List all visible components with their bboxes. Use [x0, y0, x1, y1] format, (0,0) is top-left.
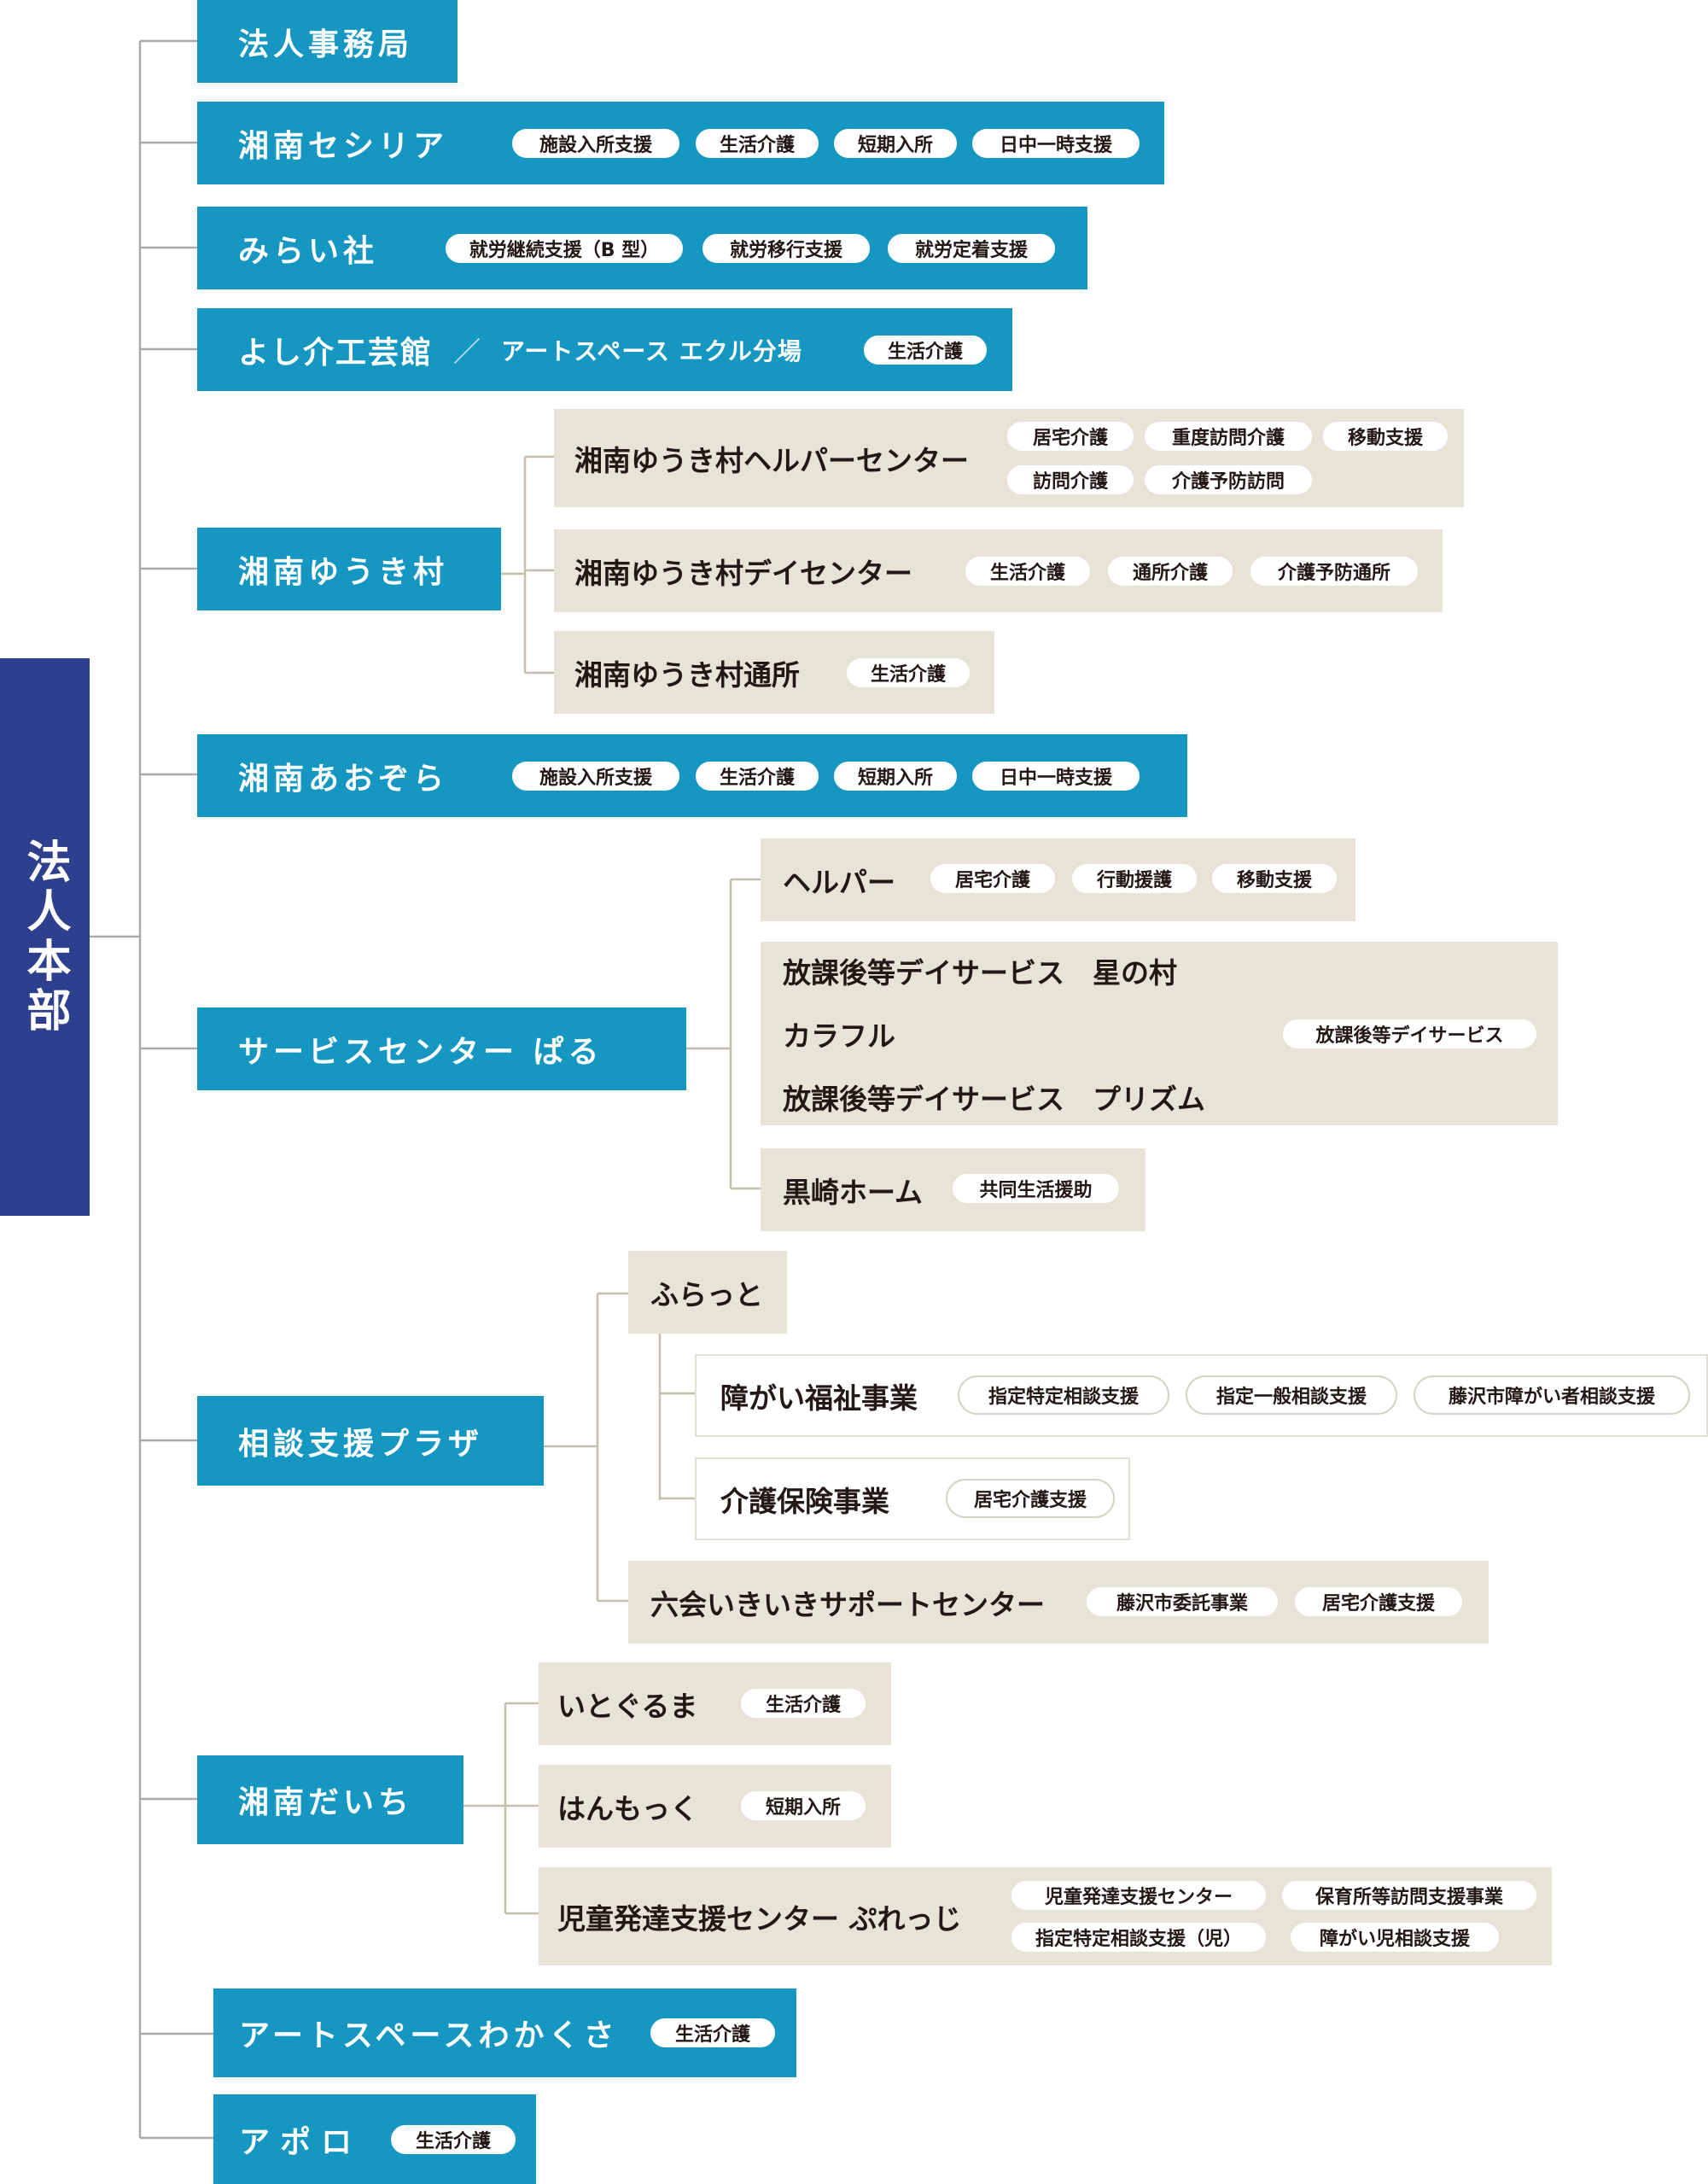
unit-name: アートスペースわかくさ: [239, 2018, 619, 2053]
headquarters-label: 法人本部: [19, 838, 70, 1037]
facility-name-line: 放課後等デイサービス プリズム: [783, 1082, 1205, 1116]
service-tag: 生活介護: [847, 658, 970, 687]
facility-name: 湘南ゆうき村デイセンター: [574, 556, 912, 590]
unit-name: 相談支援プラザ: [238, 1426, 484, 1462]
service-tag: 藤沢市障がい者相談支援: [1414, 1375, 1690, 1415]
service-tag: 生活介護: [650, 2018, 775, 2047]
unit-plaza: 相談支援プラザ: [197, 1396, 544, 1486]
service-tag: 介護予防通所: [1250, 557, 1418, 586]
service-tag: 介護予防訪問: [1145, 465, 1312, 494]
program-name: 介護保険事業: [720, 1484, 889, 1518]
facility-name: 児童発達支援センター ぷれっじ: [557, 1901, 962, 1936]
service-tag: 障がい児相談支援: [1291, 1923, 1499, 1952]
service-tag: 短期入所: [834, 129, 957, 158]
unit-name: 湘南だいち: [238, 1785, 414, 1820]
facility-name: 湘南ゆうき村通所: [574, 657, 800, 692]
service-tag: 共同生活援助: [953, 1174, 1119, 1203]
unit-name: 湘南あおぞら: [238, 761, 449, 797]
service-tag: 指定特定相談支援（児）: [1011, 1923, 1266, 1952]
service-tag: 施設入所支援: [512, 129, 679, 158]
headquarters-box: 法人本部: [0, 658, 90, 1216]
facility-yukimura-helper: 湘南ゆうき村ヘルパーセンター: [554, 409, 1464, 507]
name-separator: ／: [453, 335, 481, 368]
service-tag: 日中一時支援: [972, 129, 1140, 158]
unit-paru: サービスセンター ぱる: [197, 1007, 686, 1090]
service-tag: 短期入所: [834, 762, 957, 791]
unit-subname: アートスペース エクル分場: [501, 336, 802, 365]
unit-yukimura: 湘南ゆうき村: [197, 528, 501, 610]
unit-name: 湘南セシリア: [238, 128, 449, 164]
facility-furatto: ふらっと: [628, 1251, 787, 1334]
unit-name: みらい社: [238, 233, 379, 269]
service-tag: 就労継続支援（B 型）: [446, 234, 683, 263]
facility-name: ヘルパー: [783, 865, 895, 899]
service-tag: 保育所等訪問支援事業: [1282, 1881, 1536, 1910]
service-tag: 就労定着支援: [888, 234, 1055, 263]
service-tag: 指定特定相談支援: [958, 1375, 1169, 1415]
service-tag: 放課後等デイサービス: [1283, 1019, 1536, 1048]
program-kaigo: 介護保険事業: [695, 1457, 1130, 1540]
unit-name: 法人事務局: [238, 26, 414, 62]
service-tag: 生活介護: [864, 336, 987, 365]
service-tag: 生活介護: [741, 1689, 866, 1718]
service-tag: 指定一般相談支援: [1186, 1375, 1397, 1415]
unit-name: よし介工芸館: [238, 335, 434, 371]
service-tag: 移動支援: [1323, 422, 1448, 451]
service-tag: 重度訪問介護: [1145, 422, 1312, 451]
service-tag: 居宅介護支援: [1295, 1587, 1462, 1616]
service-tag: 移動支援: [1212, 864, 1337, 893]
service-tag: 児童発達支援センター: [1011, 1881, 1266, 1910]
facility-name: はんもっく: [557, 1791, 698, 1825]
facility-name: ふらっと: [650, 1277, 763, 1311]
facility-name-line: 放課後等デイサービス 星の村: [783, 955, 1177, 990]
unit-yoshikai: よし介工芸館 ／ アートスペース エクル分場: [197, 308, 1012, 391]
facility-name: 湘南ゆうき村ヘルパーセンター: [574, 443, 969, 477]
facility-paru-afterschool: 放課後等デイサービス 星の村 カラフル 放課後等デイサービス プリズム: [761, 942, 1558, 1125]
service-tag: 藤沢市委託事業: [1087, 1587, 1278, 1616]
service-tag: 訪問介護: [1007, 465, 1134, 494]
unit-daichi: 湘南だいち: [197, 1755, 463, 1844]
service-tag: 生活介護: [965, 557, 1090, 586]
unit-name: アポロ: [239, 2124, 363, 2160]
service-tag: 居宅介護: [1007, 422, 1134, 451]
service-tag: 生活介護: [696, 762, 819, 791]
service-tag: 就労移行支援: [702, 234, 870, 263]
service-tag: 生活介護: [391, 2125, 516, 2154]
service-tag: 日中一時支援: [972, 762, 1140, 791]
service-tag: 行動援護: [1072, 864, 1197, 893]
service-tag: 通所介護: [1108, 557, 1233, 586]
unit-jimukyoku: 法人事務局: [197, 0, 458, 83]
facility-name-line: カラフル: [783, 1019, 895, 1053]
service-tag: 短期入所: [741, 1791, 866, 1820]
unit-miraisha: みらい社: [197, 207, 1087, 289]
service-tag: 居宅介護: [930, 864, 1055, 893]
facility-name: 黒崎ホーム: [783, 1175, 924, 1209]
unit-name: 湘南ゆうき村: [238, 554, 449, 590]
facility-name-lines: 放課後等デイサービス 星の村 カラフル 放課後等デイサービス プリズム: [783, 950, 1205, 1118]
facility-name: いとぐるま: [557, 1689, 698, 1723]
facility-name: 六会いきいきサポートセンター: [650, 1587, 1045, 1621]
service-tag: 居宅介護支援: [946, 1479, 1115, 1518]
unit-name: サービスセンター ぱる: [238, 1034, 603, 1070]
service-tag: 施設入所支援: [512, 762, 679, 791]
service-tag: 生活介護: [696, 129, 819, 158]
program-name: 障がい福祉事業: [720, 1381, 918, 1415]
